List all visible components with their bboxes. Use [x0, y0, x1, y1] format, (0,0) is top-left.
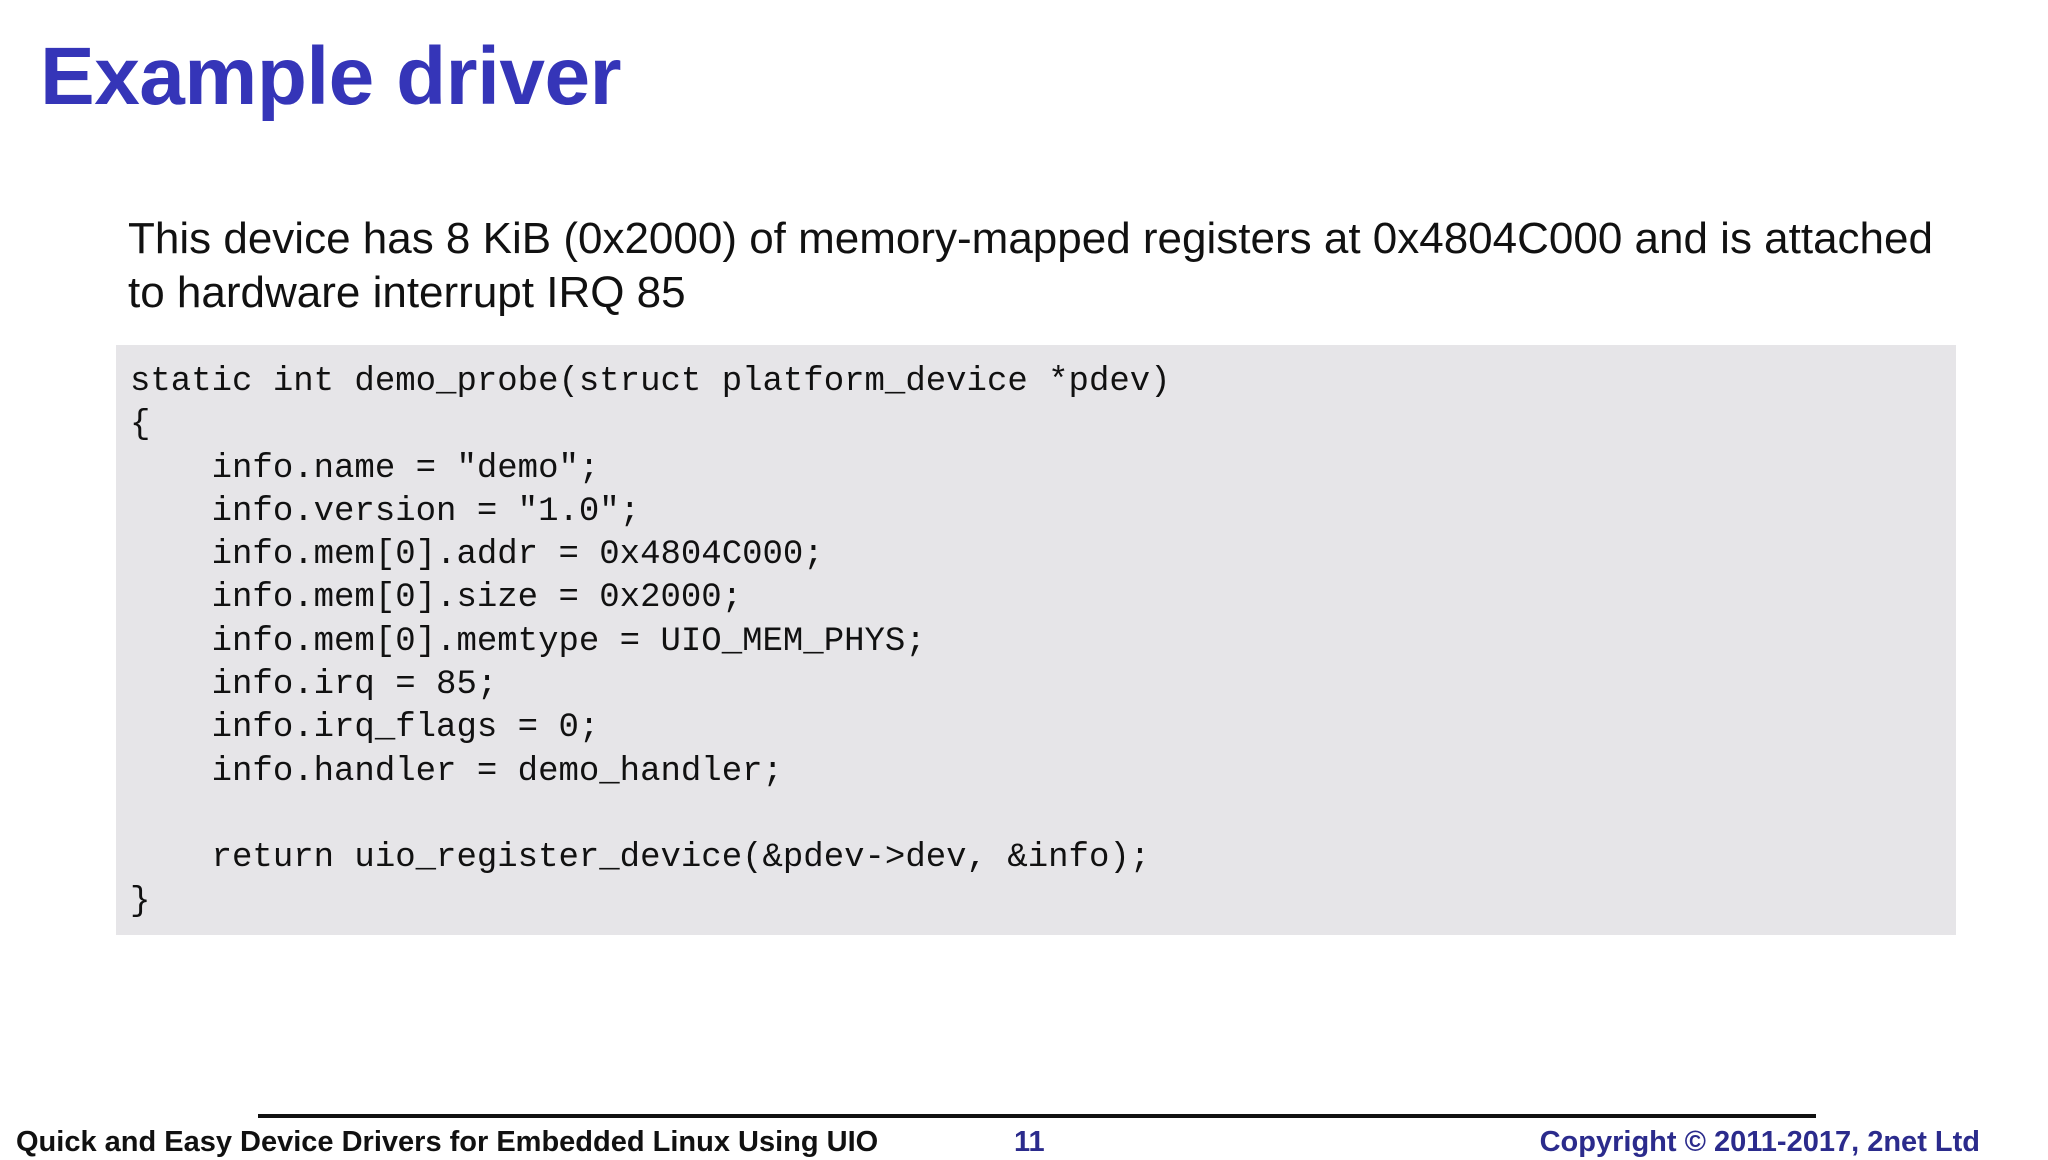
footer-presentation-title: Quick and Easy Device Drivers for Embedd… — [16, 1126, 879, 1158]
code-line: info.mem[0].size = 0x2000; — [130, 579, 743, 618]
code-line: info.irq_flags = 0; — [130, 709, 600, 748]
slide-title: Example driver — [40, 31, 621, 122]
code-line: { — [130, 406, 151, 445]
footer-divider — [258, 1114, 1816, 1118]
code-line — [130, 794, 1956, 837]
footer-page-number: 11 — [1014, 1126, 1045, 1158]
code-line: info.version = "1.0"; — [130, 492, 641, 531]
footer-copyright: Copyright © 2011-2017, 2net Ltd — [1539, 1126, 1980, 1158]
code-line: info.mem[0].memtype = UIO_MEM_PHYS; — [130, 622, 926, 661]
code-block: static int demo_probe(struct platform_de… — [116, 345, 1956, 935]
intro-paragraph: This device has 8 KiB (0x2000) of memory… — [128, 214, 1933, 317]
code-line: info.name = "demo"; — [130, 449, 600, 488]
code-line: info.irq = 85; — [130, 666, 498, 705]
code-line: info.handler = demo_handler; — [130, 752, 783, 791]
code-line: static int demo_probe(struct platform_de… — [130, 363, 1171, 401]
code-line: } — [130, 882, 151, 921]
code-line: return uio_register_device(&pdev->dev, &… — [130, 839, 1151, 878]
code-line: info.mem[0].addr = 0x4804C000; — [130, 536, 824, 575]
